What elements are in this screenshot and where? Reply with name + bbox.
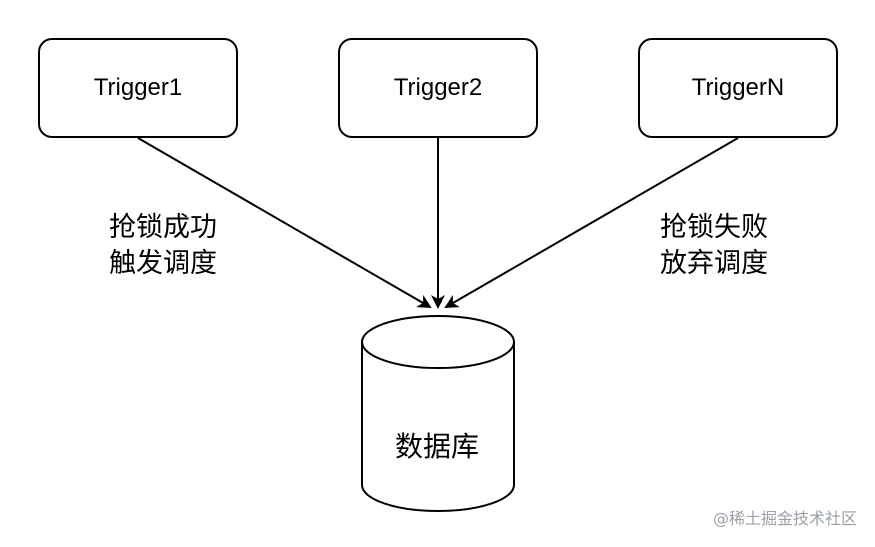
connector-triggerN-db bbox=[444, 137, 739, 309]
database-cylinder bbox=[361, 315, 515, 512]
trigger2-label: Trigger2 bbox=[393, 74, 483, 101]
trigger1-label: Trigger1 bbox=[93, 74, 183, 101]
triggerN-label: TriggerN bbox=[691, 74, 785, 101]
watermark: @稀土掘金技术社区 bbox=[712, 509, 857, 528]
trigger1-node: Trigger1 bbox=[38, 38, 238, 138]
database-label: 数据库 bbox=[394, 430, 479, 463]
left-annotation-line-1: 抢锁成功 bbox=[109, 212, 217, 243]
left-annotation: 抢锁成功 触发调度 bbox=[98, 210, 228, 282]
left-annotation-line-2: 触发调度 bbox=[109, 248, 217, 279]
triggerN-node: TriggerN bbox=[638, 38, 838, 138]
right-annotation-line-2: 放弃调度 bbox=[660, 248, 768, 279]
trigger2-node: Trigger2 bbox=[338, 38, 538, 138]
right-annotation-line-1: 抢锁失败 bbox=[660, 212, 768, 243]
connector-trigger1-db bbox=[137, 137, 432, 309]
right-annotation: 抢锁失败 放弃调度 bbox=[649, 210, 779, 282]
